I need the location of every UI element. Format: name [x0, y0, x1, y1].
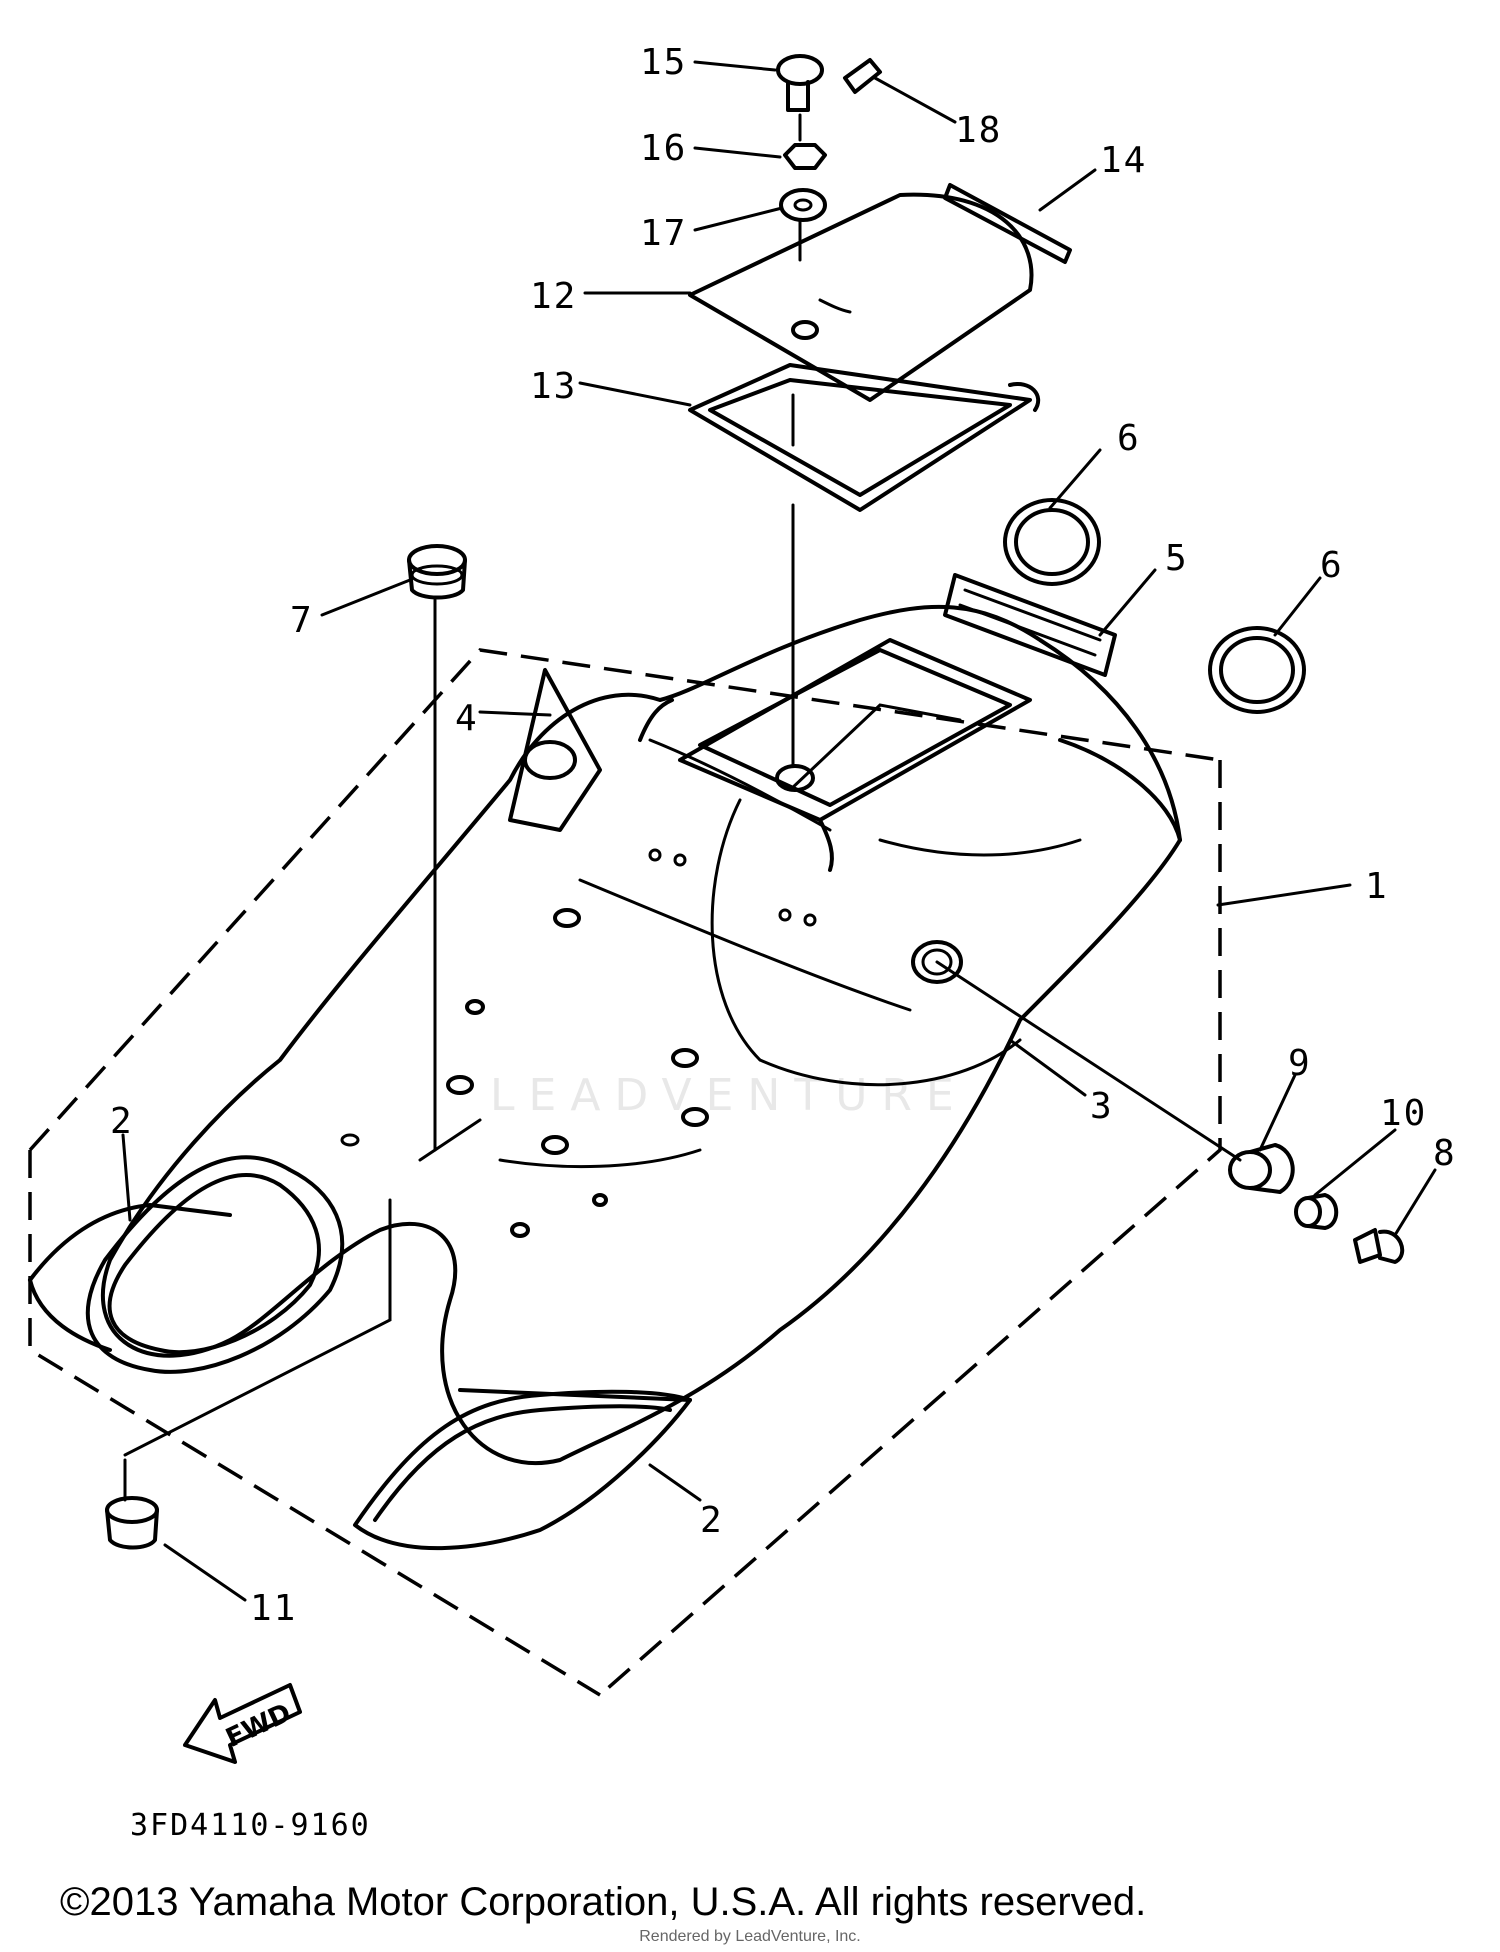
nut-part — [783, 143, 827, 170]
rendered-by-notice: Rendered by LeadVenture, Inc. — [639, 1928, 861, 1945]
leader-lines — [121, 60, 1437, 1602]
callout-18: 18 — [955, 110, 1002, 151]
spacer-part-10 — [1294, 1193, 1339, 1230]
ring-part-lower — [1208, 626, 1306, 714]
callout-4: 4 — [455, 698, 479, 739]
grommet-part-11 — [105, 1496, 159, 1550]
hatch-cover-part — [688, 192, 1034, 402]
callout-5: 5 — [1165, 538, 1189, 579]
callout-3: 3 — [1090, 1086, 1114, 1127]
callout-8: 8 — [1433, 1133, 1457, 1174]
grommet-part-7 — [407, 544, 467, 600]
callout-13: 13 — [530, 366, 577, 407]
callout-11: 11 — [250, 1588, 297, 1629]
main-body-part — [101, 604, 1182, 1466]
watermark-text: LEADVENTURE — [490, 1070, 968, 1121]
collar-part-9 — [1228, 1143, 1295, 1194]
washer-part — [779, 188, 827, 222]
callout-2-right: 2 — [700, 1500, 724, 1541]
gasket-frame-part — [688, 363, 1041, 512]
callout-1: 1 — [1365, 866, 1389, 907]
part-code: 3FD4110-9160 — [130, 1808, 371, 1843]
pin-part — [843, 58, 882, 94]
forward-arrow-icon: FWD — [183, 1683, 302, 1764]
callout-7: 7 — [290, 600, 314, 641]
forward-arrow-label: FWD — [221, 1698, 295, 1754]
callout-16: 16 — [640, 128, 687, 169]
seal-strip-part — [943, 183, 1072, 264]
callout-15: 15 — [640, 42, 687, 83]
callout-14: 14 — [1100, 140, 1147, 181]
callout-6-lower: 6 — [1320, 545, 1344, 586]
mounting-holes — [340, 848, 817, 1238]
emblem-part — [943, 573, 1117, 677]
callout-17: 17 — [640, 213, 687, 254]
callout-2-left: 2 — [110, 1101, 134, 1142]
callout-12: 12 — [530, 276, 577, 317]
callout-9: 9 — [1288, 1043, 1312, 1084]
callout-labels: 15 18 16 14 17 12 13 6 5 6 7 4 1 3 9 10 … — [110, 42, 1457, 1629]
dashed-assembly-outline — [28, 648, 1222, 1697]
assembly-lines — [123, 113, 1242, 1502]
screw-part-8 — [1353, 1228, 1405, 1264]
callout-6-upper: 6 — [1117, 418, 1141, 459]
ring-part-upper — [1003, 498, 1101, 586]
copyright-notice: ©2013 Yamaha Motor Corporation, U.S.A. A… — [60, 1880, 1147, 1924]
callout-10: 10 — [1380, 1093, 1427, 1134]
bolt-part — [776, 54, 824, 112]
mat-part — [28, 1155, 692, 1551]
